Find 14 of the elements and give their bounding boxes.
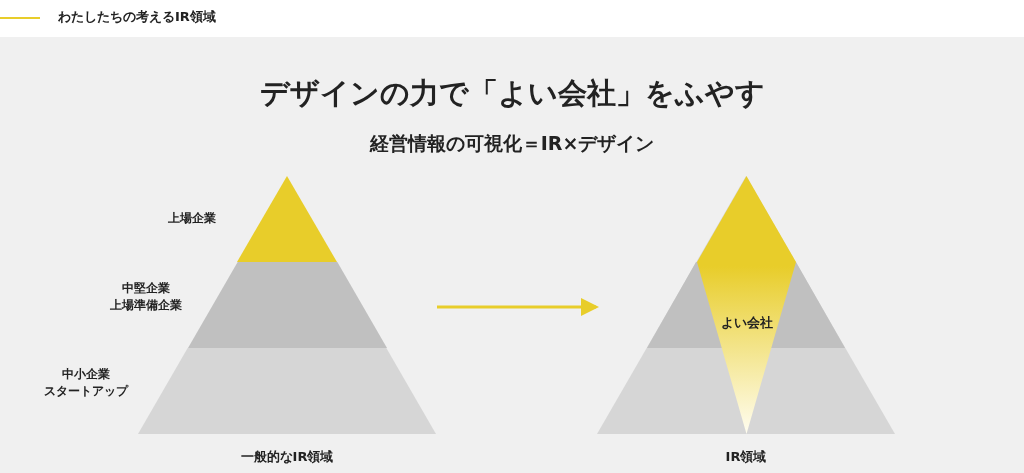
section-heading: わたしたちの考えるIR領域 (58, 8, 216, 26)
title: デザインの力で「よい会社」をふやす (258, 75, 766, 112)
arrow (437, 298, 599, 316)
tier-label: スタートアップ (43, 382, 130, 400)
tier-label: 中小企業 (61, 365, 111, 383)
tier-label: 中堅企業 (121, 279, 171, 297)
pyramid-caption: IR領域 (724, 448, 768, 466)
pyramid-diagram (597, 176, 895, 466)
subtitle: 経営情報の可視化＝IR×デザイン (368, 131, 656, 156)
pyramid-caption: 一般的なIR領域 (239, 448, 335, 466)
highlight-shape (697, 176, 796, 434)
tier-label: 上場準備企業 (109, 296, 183, 314)
tier-label: 上場企業 (167, 210, 217, 227)
highlight-label: よい会社 (719, 314, 774, 332)
